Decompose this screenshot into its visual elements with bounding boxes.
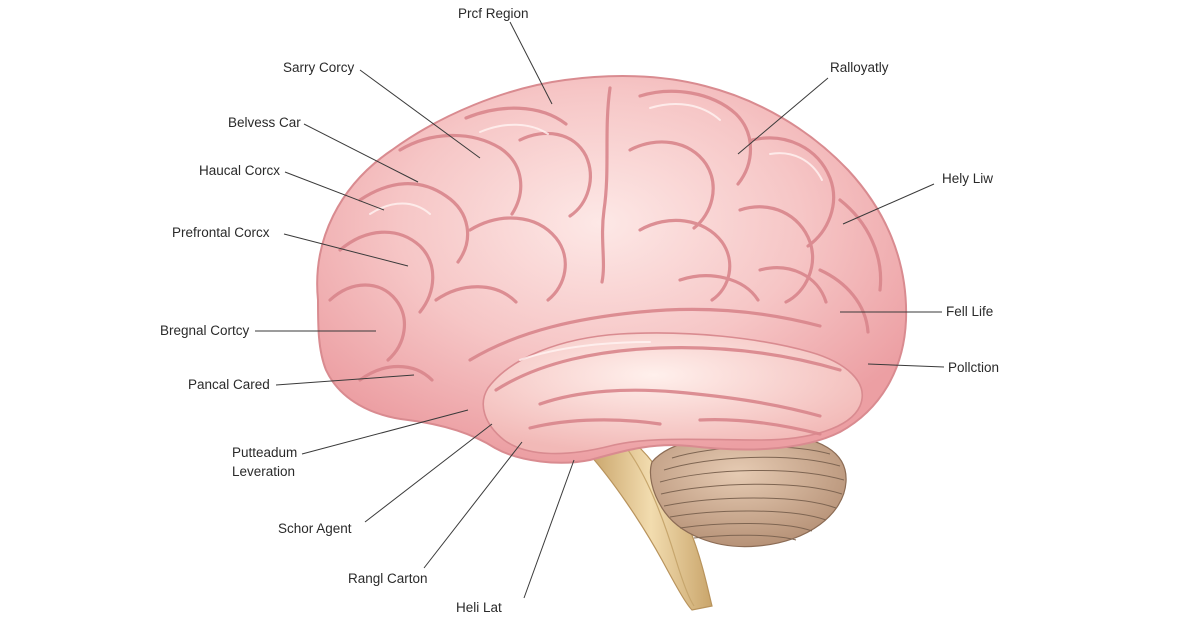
label-bregnal-cortcy: Bregnal Cortcy: [160, 323, 250, 338]
leader-putteadum: [301, 409, 469, 455]
label-haucal-corcx: Haucal Corcx: [199, 163, 280, 178]
leader-prefrontal-corcx: [283, 233, 409, 267]
leader-top-region: [509, 21, 553, 105]
cerebellum: [649, 433, 847, 548]
cerebrum: [316, 75, 908, 464]
label-heli-lat: Heli Lat: [456, 600, 502, 615]
label-belvess-car: Belvess Car: [228, 115, 301, 130]
label-schor-agent: Schor Agent: [278, 521, 352, 536]
label-hely-liw: Hely Liw: [942, 171, 993, 186]
label-top-region: Prcf Region: [458, 6, 529, 21]
label-pollction: Pollction: [948, 360, 999, 375]
leader-heli-lat: [523, 459, 575, 599]
leader-haucal-corcx: [284, 171, 385, 211]
leader-lines: [255, 21, 945, 599]
label-rangl-carton: Rangl Carton: [348, 571, 428, 586]
label-pancal-cared: Pancal Cared: [188, 377, 270, 392]
label-ralloyatly: Ralloyatly: [830, 60, 889, 75]
leader-sarry-corcy: [359, 69, 481, 159]
leader-belvess-car: [303, 123, 419, 183]
label-sarry-corcy: Sarry Corcy: [283, 60, 355, 75]
label-fell-life: Fell Life: [946, 304, 993, 319]
leader-pollction: [867, 363, 945, 368]
leader-hely-liw: [842, 183, 935, 225]
leader-pancal-cared: [275, 374, 415, 386]
label-leveration: Leveration: [232, 464, 295, 479]
label-prefrontal-corcx: Prefrontal Corcx: [172, 225, 270, 240]
leader-rangl-carton: [423, 441, 523, 569]
label-putteadum: Putteadum: [232, 445, 297, 460]
labels: Prcf Region Sarry Corcy Belvess Car Hauc…: [160, 6, 999, 615]
leader-ralloyatly: [737, 77, 829, 155]
leader-schor-agent: [364, 423, 493, 523]
